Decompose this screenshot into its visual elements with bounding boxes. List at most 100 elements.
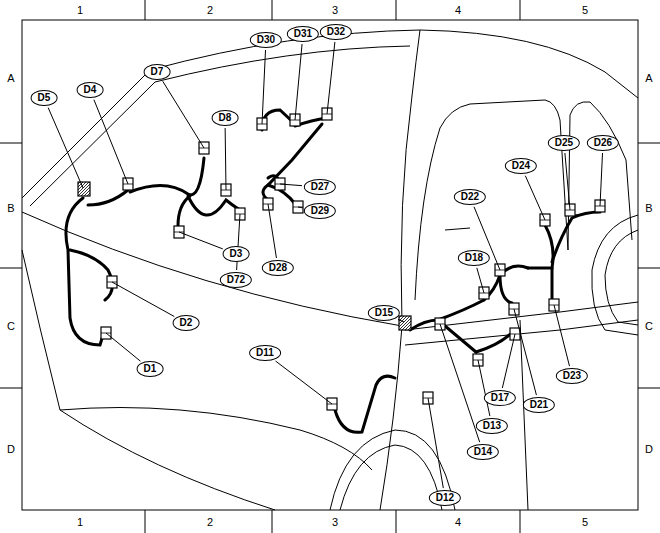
- callout-oval: D1: [137, 361, 164, 377]
- grid-reference: 2: [207, 4, 213, 16]
- callout-number: D5: [38, 92, 51, 103]
- callout-oval: D30: [250, 32, 282, 48]
- leader-line: [112, 282, 174, 317]
- leader-line: [163, 81, 204, 148]
- callout-number: D3: [230, 248, 243, 259]
- leader-line: [298, 207, 303, 209]
- callout-number: D32: [327, 26, 345, 37]
- connector-plug: [78, 182, 90, 196]
- callout-number: D14: [474, 446, 492, 457]
- callout-oval: D24: [505, 158, 537, 174]
- leader-line: [262, 50, 266, 124]
- leader-line: [179, 232, 223, 249]
- grid-reference: 1: [77, 516, 83, 528]
- callout-oval: D12: [429, 490, 461, 506]
- callout-number: D17: [491, 392, 509, 403]
- callout-oval: D25: [548, 135, 580, 151]
- callout-number: D72: [227, 274, 245, 285]
- leader-line: [225, 128, 227, 190]
- leader-line: [514, 309, 536, 395]
- connector-body: [78, 182, 90, 196]
- leader-line: [554, 305, 569, 366]
- callout-oval: D15: [368, 305, 400, 321]
- callout-number: D31: [294, 28, 312, 39]
- leader-line: [502, 334, 515, 388]
- callout-number: D24: [512, 160, 530, 171]
- grid-reference: B: [645, 202, 652, 214]
- callout-number: D23: [563, 370, 581, 381]
- grid-reference: C: [645, 320, 653, 332]
- callout-oval: D32: [320, 24, 352, 40]
- connector-body: [399, 316, 411, 330]
- grid-reference: 5: [582, 516, 588, 528]
- connector-detail: [293, 207, 303, 208]
- callout-number: D11: [256, 347, 274, 358]
- callout-oval: D28: [262, 260, 294, 276]
- connector-plugs: [78, 108, 605, 410]
- callout-oval: D8: [212, 110, 239, 126]
- callout-oval: D21: [523, 397, 555, 413]
- callout-oval: D4: [77, 82, 104, 98]
- grid-reference: D: [7, 443, 15, 455]
- leader-line: [600, 153, 603, 206]
- grid-reference: A: [7, 72, 14, 84]
- callout-number: D21: [530, 399, 548, 410]
- leader-line: [295, 44, 302, 120]
- leader-line: [477, 268, 484, 293]
- callout-number: D26: [594, 137, 612, 148]
- callout-number: D12: [436, 492, 454, 503]
- grid-reference: 2: [207, 516, 213, 528]
- callout-oval: D29: [304, 203, 336, 219]
- callout-number: D13: [483, 420, 501, 431]
- callout-oval: D2: [173, 315, 200, 331]
- grid-reference: 1: [77, 4, 83, 16]
- callout-oval: D17: [484, 390, 516, 406]
- callout-oval: D18: [458, 250, 490, 266]
- leader-line: [327, 42, 335, 114]
- grid-reference: 4: [455, 4, 461, 16]
- callout-number: D7: [151, 66, 164, 77]
- callout-number: D1: [144, 363, 157, 374]
- grid-reference: 3: [332, 4, 338, 16]
- grid-reference: 3: [332, 516, 338, 528]
- callout-number: D8: [219, 112, 232, 123]
- leader-line: [428, 398, 443, 488]
- callout-number: D18: [465, 252, 483, 263]
- leader-line: [106, 333, 140, 361]
- callout-number: D22: [461, 191, 479, 202]
- callout-oval: D14: [467, 444, 499, 460]
- leader-line: [525, 176, 545, 220]
- grid-reference: 4: [455, 516, 461, 528]
- callout-oval: D27: [304, 179, 336, 195]
- grid-reference: D: [645, 443, 653, 455]
- leader-line: [48, 108, 83, 188]
- grid-reference: 5: [582, 4, 588, 16]
- grid-reference: A: [645, 72, 652, 84]
- grid-reference: B: [7, 202, 14, 214]
- callout-number: D4: [84, 84, 97, 95]
- callout-oval: D3: [223, 246, 250, 262]
- connector-plug: [399, 316, 411, 330]
- callout-number: D27: [311, 181, 329, 192]
- connector-plug: [293, 201, 303, 213]
- callout-number: D28: [269, 262, 287, 273]
- callout-number: D15: [375, 307, 393, 318]
- callout-number: D29: [311, 205, 329, 216]
- car-body-outline: [22, 30, 638, 510]
- leader-line: [94, 100, 128, 184]
- leader-line: [478, 360, 490, 416]
- leader-line: [565, 153, 570, 210]
- callout-oval: D5: [31, 90, 58, 106]
- callout-oval: D13: [476, 418, 508, 434]
- callout-oval: D7: [144, 64, 171, 80]
- callout-oval: D26: [587, 135, 619, 151]
- leader-line: [398, 319, 404, 322]
- callout-oval: D23: [556, 368, 588, 384]
- callout-oval: D22: [454, 189, 486, 205]
- leader-line: [276, 361, 332, 404]
- connector-body: [293, 201, 303, 213]
